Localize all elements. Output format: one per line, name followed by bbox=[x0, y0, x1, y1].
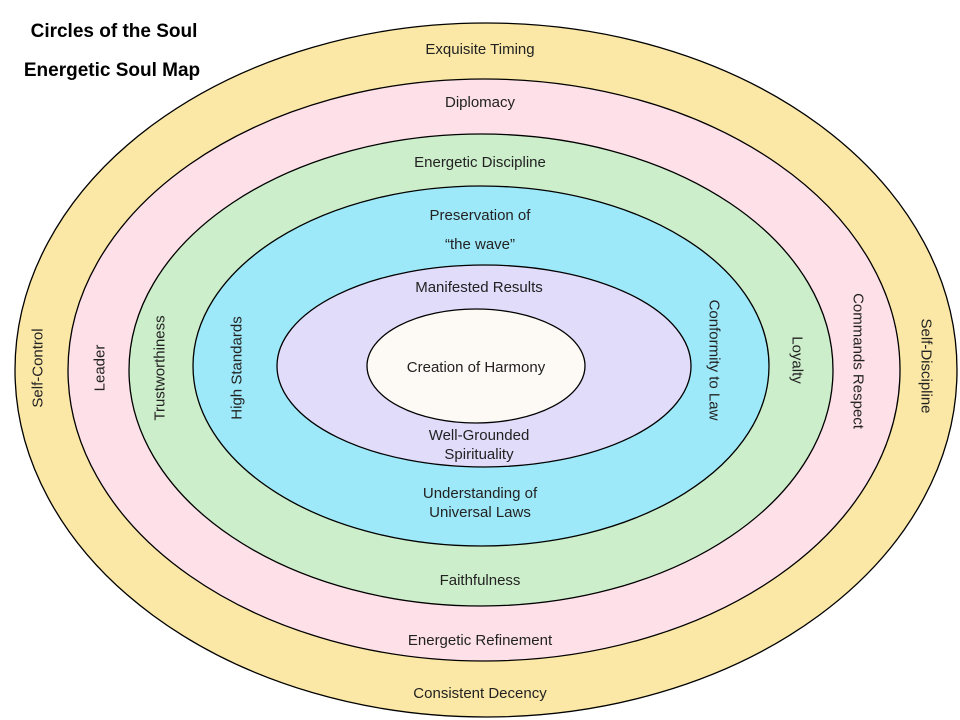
label-understanding-of: Understanding of bbox=[423, 485, 538, 502]
label-faithfulness: Faithfulness bbox=[440, 572, 521, 589]
label-creation-of-harmony: Creation of Harmony bbox=[407, 359, 546, 376]
label-leader: Leader bbox=[92, 345, 109, 392]
label-manifested-results: Manifested Results bbox=[415, 279, 543, 296]
label-high-standards: High Standards bbox=[229, 316, 246, 419]
label-universal-laws: Universal Laws bbox=[429, 504, 531, 521]
title-line-1: Circles of the Soul bbox=[31, 21, 198, 42]
label-diplomacy: Diplomacy bbox=[445, 94, 516, 111]
label-self-discipline: Self-Discipline bbox=[918, 318, 935, 413]
label-energetic-discipline: Energetic Discipline bbox=[414, 154, 546, 171]
label-self-control: Self-Control bbox=[30, 328, 47, 407]
label-the-wave: “the wave” bbox=[445, 236, 515, 253]
label-spirituality: Spirituality bbox=[444, 446, 514, 463]
label-well-grounded: Well-Grounded bbox=[429, 427, 530, 444]
label-commands-respect: Commands Respect bbox=[850, 293, 867, 430]
label-loyalty: Loyalty bbox=[789, 336, 806, 384]
label-exquisite-timing: Exquisite Timing bbox=[425, 41, 534, 58]
label-preservation-of: Preservation of bbox=[430, 207, 532, 224]
label-conformity-to-law: Conformity to Law bbox=[706, 300, 723, 421]
label-consistent-decency: Consistent Decency bbox=[413, 685, 547, 702]
ring-center bbox=[366, 308, 586, 424]
title-line-2: Energetic Soul Map bbox=[24, 60, 200, 81]
label-trustworthiness: Trustworthiness bbox=[152, 315, 169, 420]
label-energetic-refinement: Energetic Refinement bbox=[408, 632, 553, 649]
